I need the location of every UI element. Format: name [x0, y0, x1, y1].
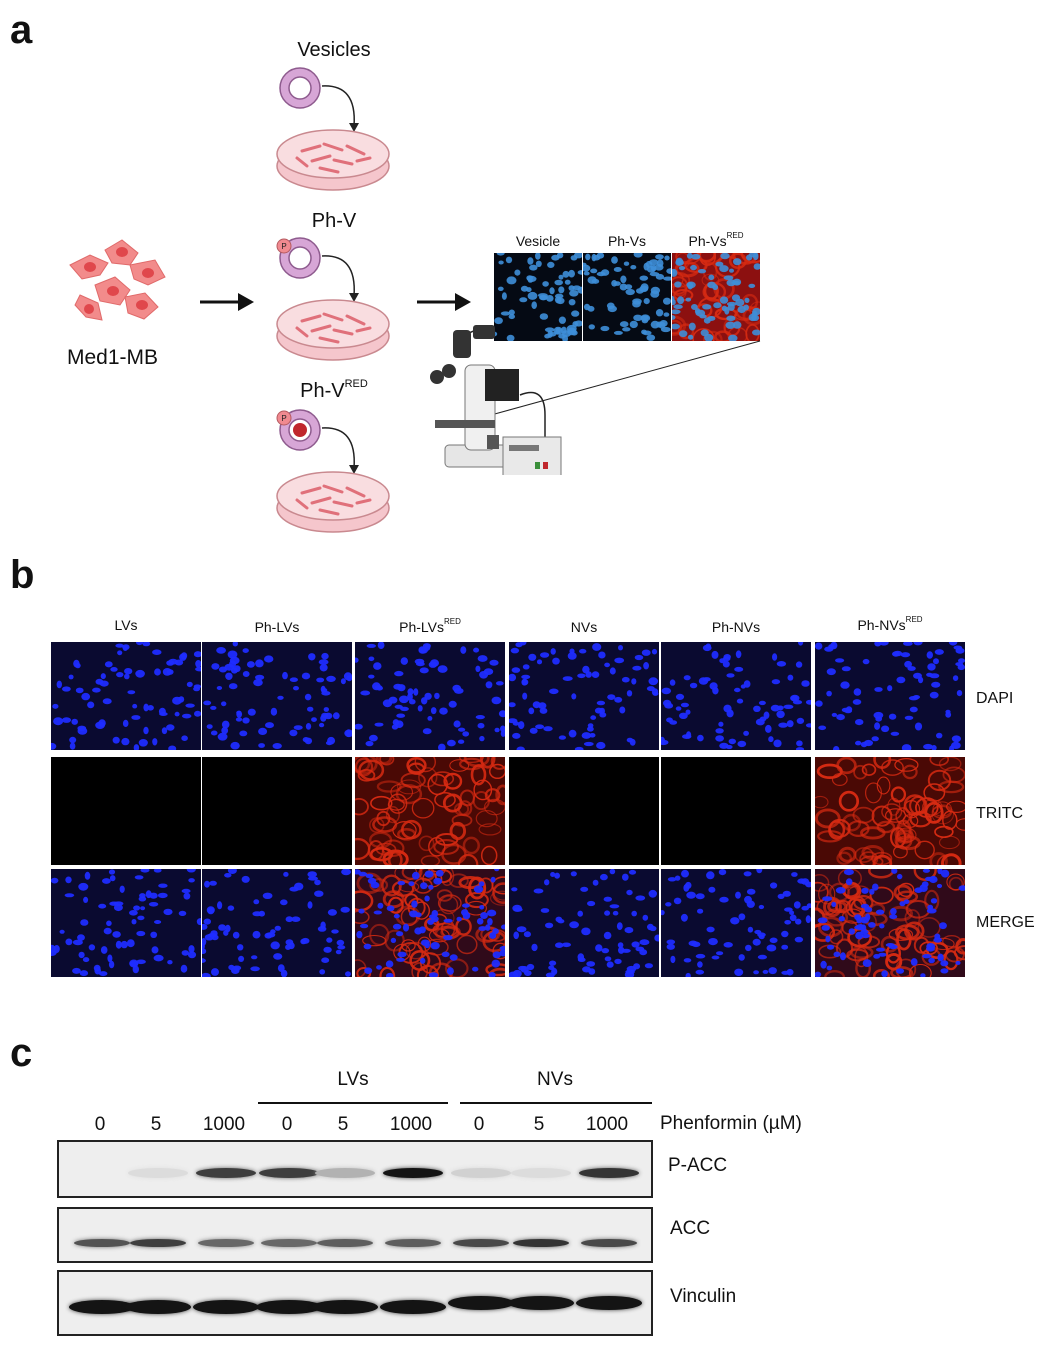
micrograph-tritc-5	[815, 757, 965, 865]
inset-image-1	[583, 253, 671, 341]
band-acc-2	[198, 1239, 254, 1247]
band-p-acc-8	[579, 1168, 639, 1178]
column-label-ph-nvs-red: Ph-NVsRED	[857, 615, 923, 633]
column-label-lvs: LVs	[114, 617, 138, 633]
panel-c-letter: c	[10, 1031, 33, 1075]
cancer-cells-illustration	[69, 239, 166, 321]
micrograph-merge-2	[355, 869, 505, 977]
micrograph-tritc-0	[51, 757, 201, 865]
band-vinculin-8	[576, 1296, 642, 1310]
micrograph-dapi-3	[509, 642, 659, 750]
protein-label-p-acc: P-ACC	[668, 1155, 728, 1176]
micrograph-tritc-2	[355, 757, 505, 865]
treatment-label-vesicles: Vesicles	[297, 39, 371, 61]
micrograph-dapi-5	[815, 642, 965, 750]
row-label-merge: MERGE	[976, 914, 1035, 931]
blot-acc	[57, 1207, 653, 1263]
band-p-acc-2	[196, 1168, 256, 1178]
band-p-acc-6	[451, 1168, 511, 1178]
fluorescence-grid	[51, 642, 965, 977]
band-vinculin-1	[125, 1300, 191, 1314]
band-p-acc-4	[315, 1168, 375, 1178]
inset-image-2	[672, 253, 760, 341]
ph-v-dish-illustration: P	[276, 237, 390, 361]
ph-v-red-dish-illustration: P	[276, 409, 390, 533]
band-acc-4	[317, 1239, 373, 1247]
svg-text:P: P	[281, 242, 286, 251]
blot-vinculin	[57, 1270, 653, 1336]
micrograph-tritc-4	[661, 757, 811, 865]
micrograph-merge-3	[509, 869, 659, 977]
arrow-right-icon	[200, 293, 254, 311]
inset-label-ph-vs: Ph-Vs	[607, 233, 647, 249]
dose-label-5: 1000	[389, 1114, 433, 1135]
band-acc-6	[453, 1239, 509, 1247]
group-bracket-lvs	[258, 1102, 448, 1104]
treatment-label-ph-v: Ph-V	[311, 210, 357, 232]
band-vinculin-0	[69, 1300, 135, 1314]
dose-label-8: 1000	[585, 1114, 629, 1135]
band-acc-3	[261, 1239, 317, 1247]
protein-label-acc: ACC	[670, 1218, 711, 1239]
dose-labels: 0 5 1000 0 5 1000 0 5 1000	[0, 1114, 1047, 1144]
panel-a-letter: a	[10, 8, 33, 52]
column-label-nvs: NVs	[570, 619, 598, 635]
micrograph-tritc-3	[509, 757, 659, 865]
band-vinculin-2	[193, 1300, 259, 1314]
micrograph-dapi-2	[355, 642, 505, 750]
band-acc-0	[74, 1239, 130, 1247]
vesicle-dish-illustration	[276, 67, 390, 191]
dose-label-4: 5	[337, 1114, 349, 1135]
row-label-tritc: TRITC	[976, 805, 1024, 822]
microscope-illustration	[430, 325, 761, 475]
column-label-ph-nvs: Ph-NVs	[711, 619, 761, 635]
band-acc-5	[385, 1239, 441, 1247]
dose-label-0: 0	[94, 1114, 106, 1135]
dose-label-6: 0	[473, 1114, 485, 1135]
microscopy-inset-images	[494, 253, 760, 341]
band-vinculin-5	[380, 1300, 446, 1314]
inset-label-ph-vs-red: Ph-VsRED	[688, 231, 744, 249]
column-label-ph-lvs: Ph-LVs	[254, 619, 300, 635]
micrograph-merge-5	[815, 869, 965, 977]
micrograph-dapi-0	[51, 642, 201, 750]
inset-image-0	[494, 253, 582, 341]
panel-b-letter: b	[10, 553, 35, 597]
group-bracket-nvs	[460, 1102, 652, 1104]
band-vinculin-7	[508, 1296, 574, 1310]
dose-label-7: 5	[533, 1114, 545, 1135]
micrograph-tritc-1	[202, 757, 352, 865]
protein-label-vinculin: Vinculin	[670, 1286, 737, 1307]
band-acc-1	[130, 1239, 186, 1247]
band-acc-7	[513, 1239, 569, 1247]
row-label-dapi: DAPI	[976, 690, 1014, 707]
dose-axis-label: Phenformin (µM)	[660, 1113, 802, 1134]
dose-label-2: 1000	[202, 1114, 246, 1135]
band-vinculin-4	[312, 1300, 378, 1314]
micrograph-dapi-1	[202, 642, 352, 750]
band-vinculin-3	[256, 1300, 322, 1314]
group-label-nvs: NVs	[537, 1069, 573, 1090]
micrograph-dapi-4	[661, 642, 811, 750]
band-p-acc-1	[128, 1168, 188, 1178]
band-p-acc-3	[259, 1168, 319, 1178]
group-label-lvs: LVs	[337, 1069, 369, 1090]
column-label-ph-lvs-red: Ph-LVsRED	[399, 617, 461, 635]
band-p-acc-5	[383, 1168, 443, 1178]
dose-label-3: 0	[281, 1114, 293, 1135]
micrograph-merge-0	[51, 869, 201, 977]
cell-line-label: Med1-MB	[67, 346, 159, 369]
band-vinculin-6	[448, 1296, 514, 1310]
treatment-label-ph-v-red: Ph-VRED	[300, 378, 368, 402]
arrow-right-icon	[417, 293, 471, 311]
band-acc-8	[581, 1239, 637, 1247]
micrograph-merge-1	[202, 869, 352, 977]
band-p-acc-7	[511, 1168, 571, 1178]
svg-text:P: P	[281, 414, 286, 423]
blot-p-acc	[57, 1140, 653, 1198]
inset-label-vesicle: Vesicle	[515, 233, 561, 249]
micrograph-merge-4	[661, 869, 811, 977]
dose-label-1: 5	[150, 1114, 162, 1135]
